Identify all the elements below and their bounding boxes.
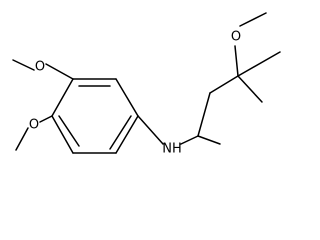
bond-ring-3: [115, 115, 139, 154]
amine-label: NH: [162, 142, 182, 157]
bond-o1-ring: [45, 63, 74, 80]
atom-labels: O O NH O: [29, 30, 241, 157]
bond-quaternary-o: [234, 45, 239, 77]
bond-ring-6: [51, 78, 74, 117]
bond-ring-nh: [137, 115, 164, 145]
bond-chain-ch2: [197, 92, 211, 137]
bonds: [12, 12, 281, 154]
oxygen-label-top-left: O: [35, 60, 45, 75]
bond-methyl-o1: [12, 59, 35, 71]
bond-ring-5: [51, 115, 74, 154]
bond-o-methyl-top: [239, 12, 267, 27]
bond-ring-inner-2: [109, 115, 132, 150]
bond-ring-2: [115, 78, 139, 117]
oxygen-label-top-right: O: [231, 30, 241, 45]
bond-nh-chain: [180, 135, 199, 145]
bond-ch2-quaternary: [209, 75, 239, 94]
bond-o2-methyl: [15, 127, 29, 151]
chemical-structure: O O NH O: [12, 12, 281, 157]
bond-quaternary-methyl-right: [237, 51, 281, 77]
bond-chain-methyl: [197, 135, 221, 145]
bond-ring-o2: [39, 115, 53, 123]
bond-ring-inner-3: [58, 115, 80, 147]
oxygen-label-left: O: [29, 118, 39, 133]
bond-quaternary-methyl-down: [237, 75, 263, 103]
